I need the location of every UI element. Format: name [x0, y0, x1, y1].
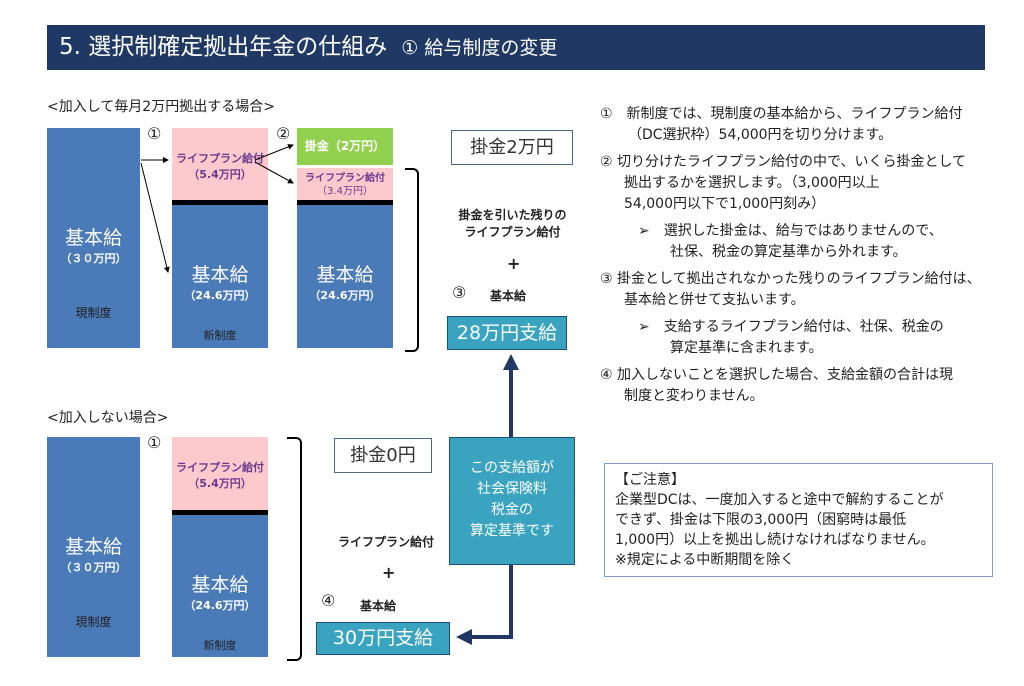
explain-remaining: 掛金を引いた残りの ライフプラン給付	[440, 206, 585, 240]
text-line: 掛金を引いた残りの	[458, 208, 567, 222]
text-line: 基本給と併せて支払います。	[624, 292, 805, 308]
title-sub: ① 給与制度の変更	[401, 37, 558, 59]
bar-amount: （5.4万円）	[188, 477, 252, 490]
bar-caption: 新制度	[203, 639, 237, 652]
note-title: 【ご注意】	[615, 472, 685, 488]
bar-amount: （24.6万円）	[184, 599, 256, 612]
bracket	[405, 168, 419, 352]
bar-amount: （３０万円）	[60, 561, 127, 574]
arrow-icon	[140, 162, 170, 273]
title-main: 5. 選択制確定拠出年金の仕組み	[59, 34, 388, 60]
text-line: できず、掛金は下限の3,000円（困窮時は最低	[615, 512, 907, 528]
text-line: ライフプラン給付	[464, 225, 561, 239]
slide-title: 5. 選択制確定拠出年金の仕組み ① 給与制度の変更	[47, 25, 985, 70]
bar-caption: 現制度	[75, 615, 112, 629]
payment-box: 28万円支給	[447, 316, 567, 350]
step-marker: ②	[276, 124, 291, 143]
text-line: （DC選択枠）54,000円を切り分けます。	[628, 127, 893, 143]
explain-base: 基本給	[490, 289, 527, 303]
lifeplan-bar: ライフプラン給付 （5.4万円）	[172, 128, 268, 200]
text-line: 算定基準です	[470, 523, 554, 539]
text-line: 1,000円）以上を拠出し続けなければなりません。	[615, 532, 935, 548]
step-marker: ①	[147, 124, 162, 143]
text-line: ① 新制度では、現制度の基本給から、ライフプラン給付	[600, 106, 963, 122]
caution-note: 【ご注意】 企業型DCは、一度加入すると途中で解約することが できず、掛金は下限…	[604, 463, 993, 577]
remaining-lifeplan-bar: ライフプラン給付 （3.4万円）	[297, 168, 393, 200]
bracket	[287, 437, 302, 661]
bar-label: 基本給	[191, 264, 249, 286]
contribution-box: 掛金0円	[334, 438, 432, 473]
bar-label: 基本給	[316, 264, 374, 286]
text-line: ➢ 選択した掛金は、給与ではありませんので、	[638, 223, 943, 239]
scenario2-heading: <加入しない場合>	[47, 410, 169, 426]
current-salary-bar: 基本給 （３０万円） 現制度	[47, 128, 140, 348]
lifeplan-bar: ライフプラン給付 （5.4万円）	[172, 437, 268, 510]
bar-amount: （24.6万円）	[309, 289, 381, 302]
text-line: ④ 加入しないことを選択した場合、支給金額の合計は現	[600, 367, 953, 383]
bar-label: 基本給	[64, 227, 122, 249]
bar-amount: （3.4万円）	[317, 186, 373, 197]
text-line: ② 切り分けたライフプラン給付の中で、いくら掛金として	[600, 154, 967, 170]
text-line: ➢ 支給するライフプラン給付は、社保、税金の	[638, 319, 944, 335]
text-line: 社保、税金の算定基準から外れます。	[670, 244, 907, 260]
text-line: 拠出するかを選択します。（3,000円以上	[624, 175, 880, 191]
text-line: 社会保険料	[477, 481, 547, 497]
text-line: 企業型DCは、一度加入すると途中で解約することが	[615, 492, 944, 508]
step-marker: ①	[147, 433, 162, 452]
explain-base: 基本給	[360, 599, 397, 613]
bar-amount: （24.6万円）	[184, 289, 256, 302]
divider	[172, 200, 268, 205]
text-line: 算定基準に含まれます。	[670, 340, 823, 356]
step-marker: ④	[321, 591, 336, 610]
text-line: この支給額が	[470, 460, 554, 476]
bar-amount: （３０万円）	[60, 252, 127, 265]
contribution-bar: 掛金（2万円）	[297, 128, 393, 165]
new-base-bar: 基本給 （24.6万円） 新制度	[172, 205, 268, 348]
bar-label: 基本給	[191, 574, 249, 596]
step-marker: ③	[452, 283, 467, 302]
text-line: 税金の	[491, 502, 533, 518]
payment-box: 30万円支給	[316, 622, 450, 655]
bar-caption: 新制度	[203, 329, 237, 342]
divider	[297, 200, 393, 205]
divider	[172, 510, 268, 515]
contribution-box: 掛金2万円	[451, 130, 573, 165]
base-bar: 基本給 （24.6万円）	[297, 205, 393, 348]
bar-label: ライフプラン給付	[176, 461, 264, 474]
bar-label: ライフプラン給付	[176, 152, 264, 165]
explanation-list: ① 新制度では、現制度の基本給から、ライフプラン給付 （DC選択枠）54,000…	[600, 104, 981, 407]
text-line: ※規定による中断期間を除く	[615, 552, 795, 568]
text-line: 制度と変わりません。	[624, 388, 764, 404]
plus-sign: +	[507, 254, 521, 273]
text-line: ③ 掛金として拠出されなかった残りのライフプラン給付は、	[600, 271, 981, 287]
scenario1-heading: <加入して毎月2万円拠出する場合>	[47, 99, 275, 115]
new-base-bar: 基本給 （24.6万円） 新制度	[172, 515, 268, 657]
arrow-icon	[456, 565, 513, 645]
text-line: 54,000円以下で1,000円刻み）	[624, 196, 826, 212]
bar-caption: 現制度	[75, 306, 112, 320]
bar-amount: （5.4万円）	[188, 168, 252, 181]
arrow-icon	[254, 161, 294, 184]
plus-sign: +	[382, 563, 396, 582]
bar-label: ライフプラン給付	[305, 173, 385, 184]
current-salary-bar: 基本給 （３０万円） 現制度	[47, 437, 140, 657]
bar-label: 基本給	[64, 536, 122, 558]
calculation-basis-box: この支給額が 社会保険料 税金の 算定基準です	[449, 437, 575, 565]
explain-lifeplan: ライフプラン給付	[338, 535, 435, 549]
arrow-icon	[254, 144, 294, 161]
